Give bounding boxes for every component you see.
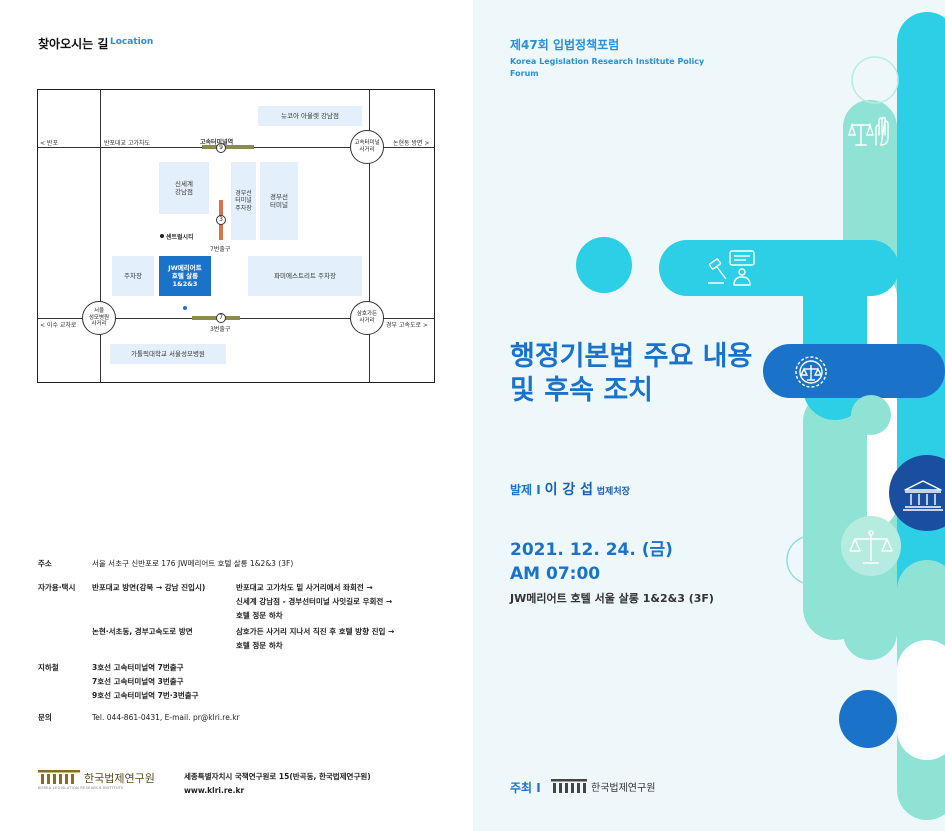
block-jw-marriott: JW메리어트 호텔 살롱 1&2&3 (159, 256, 211, 296)
address-key: 주소 (38, 559, 52, 568)
road-east (369, 90, 370, 382)
scale-icon (841, 526, 901, 570)
subway-line-3: 3호선 고속터미널역 7번출구 (92, 663, 184, 672)
block-newcore: 뉴코아 아울렛 강남점 (258, 106, 362, 126)
gavel-speech-icon (703, 242, 759, 292)
car-route-1-step-3: 호텔 정문 하차 (236, 611, 283, 620)
central-city-dot (160, 234, 164, 238)
block-fifth-street: 파미에스트리트 주차장 (248, 256, 362, 296)
presenter-name: 이 강 섭 (544, 482, 593, 498)
host-logo-text: 한국법제연구원 (591, 783, 656, 794)
event-title: 제47회 입법정책포럼 (510, 38, 620, 52)
left-page: 찾아오시는 길 Location 뉴코아 아울렛 강남점 신세계 강남점 경부선… (37, 37, 435, 795)
block-terminal-parking: 경부선 터미널 주차장 (231, 162, 256, 240)
car-route-1: 반포대교 방면(강북 → 강남 진입시) (92, 583, 206, 592)
right-page: 제47회 입법정책포럼 Korea Legislation Research I… (473, 0, 945, 831)
footer-website[interactable]: www.klri.re.kr (184, 786, 245, 795)
address-value: 서울 서초구 신반포로 176 JW메리어트 호텔 살롱 1&2&3 (3F) (92, 559, 294, 568)
subway-line-9: 9호선 고속터미널역 7번·3번출구 (92, 691, 199, 700)
court-building-icon (897, 474, 945, 516)
label-express-station: 고속터미널역 (200, 139, 234, 146)
subway-line-7: 7호선 고속터미널역 3번출구 (92, 677, 184, 686)
contact-key: 문의 (38, 713, 52, 722)
node-hospital-intersection: 서울 성모병원 사거리 (82, 301, 116, 335)
car-route-1-step-2: 신세계 강남점 - 경부선터미널 사잇길로 우회전 → (236, 597, 393, 606)
medal-scale-icon (785, 350, 837, 394)
label-central-city: 센트럴시티 (166, 234, 194, 241)
car-route-2-step-1: 삼호가든 사거리 지나서 직진 후 호텔 방향 진입 → (236, 627, 395, 636)
line-9-icon: 9 (216, 143, 226, 153)
justice-hand-icon (843, 112, 897, 152)
line-9-station-bar (202, 145, 254, 149)
subway-key: 지하철 (38, 663, 59, 672)
car-route-1-step-1: 반포대교 고가차도 밑 사거리에서 좌회전 → (236, 583, 373, 592)
presenter: 발제 I 이 강 섭 법제처장 (510, 479, 630, 499)
car-route-2-step-2: 호텔 정문 하차 (236, 641, 283, 650)
host-logo-icon (551, 779, 587, 793)
event-venue: JW메리어트 호텔 서울 살롱 1&2&3 (3F) (510, 592, 714, 605)
label-nonhyeon: 논현동 방면 > (393, 140, 430, 147)
label-isu: < 이수 교차로 (40, 322, 77, 329)
label-exit-3: 3번출구 (210, 326, 231, 333)
road-west (100, 90, 101, 382)
location-map: 뉴코아 아울렛 강남점 신세계 강남점 경부선 터미널 주차장 경부선 터미널 … (37, 89, 435, 383)
block-shinsegae: 신세계 강남점 (159, 162, 209, 214)
block-parking: 주차장 (112, 256, 154, 296)
label-bridge: 반포대교 고가차도 (104, 140, 151, 147)
host-key: 주최 I (510, 781, 541, 795)
event-title-en: Korea Legislation Research Institute Pol… (510, 57, 705, 78)
node-terminal-intersection: 고속터미널 사거리 (350, 130, 384, 164)
block-terminal: 경부선 터미널 (260, 162, 298, 240)
host-logo: 한국법제연구원 (551, 777, 671, 795)
label-banpo: < 반포 (40, 140, 58, 147)
klri-logo-subtext: KOREA LEGISLATION RESEARCH INSTITUTE (38, 786, 124, 790)
location-title-en: Location (110, 37, 154, 47)
node-samho-intersection: 삼호가든 사거리 (350, 301, 384, 335)
car-route-2: 논현·서초동, 경부고속도로 방면 (92, 627, 193, 636)
block-hospital: 가톨릭대학교 서울성모병원 (110, 344, 226, 364)
label-exit-7: 7번출구 (210, 246, 231, 253)
line-7-icon: 7 (216, 313, 226, 323)
presenter-key: 발제 I (510, 483, 541, 497)
label-gyeongbu: 경부 고속도로 > (386, 322, 428, 329)
event-time: AM 07:00 (510, 564, 601, 584)
klri-logo-text: 한국법제연구원 (84, 772, 155, 785)
car-key: 자가용·택시 (38, 583, 76, 592)
location-title: 찾아오시는 길 (38, 37, 109, 51)
footer-address: 세종특별자치시 국책연구원로 15(반곡동, 한국법제연구원) (184, 772, 371, 781)
hotel-entrance-pin (183, 306, 187, 310)
presenter-title: 법제처장 (596, 487, 630, 497)
event-date: 2021. 12. 24. (금) (510, 540, 673, 560)
klri-logo-icon (38, 770, 80, 784)
contact-value: Tel. 044-861-0431, E-mail. pr@klri.re.kr (92, 713, 240, 722)
forum-main-title: 행정기본법 주요 내용 및 후속 조치 (510, 341, 753, 406)
event-date-block: 2021. 12. 24. (금) AM 07:00 (510, 538, 673, 586)
line-3-icon: 3 (216, 215, 226, 225)
